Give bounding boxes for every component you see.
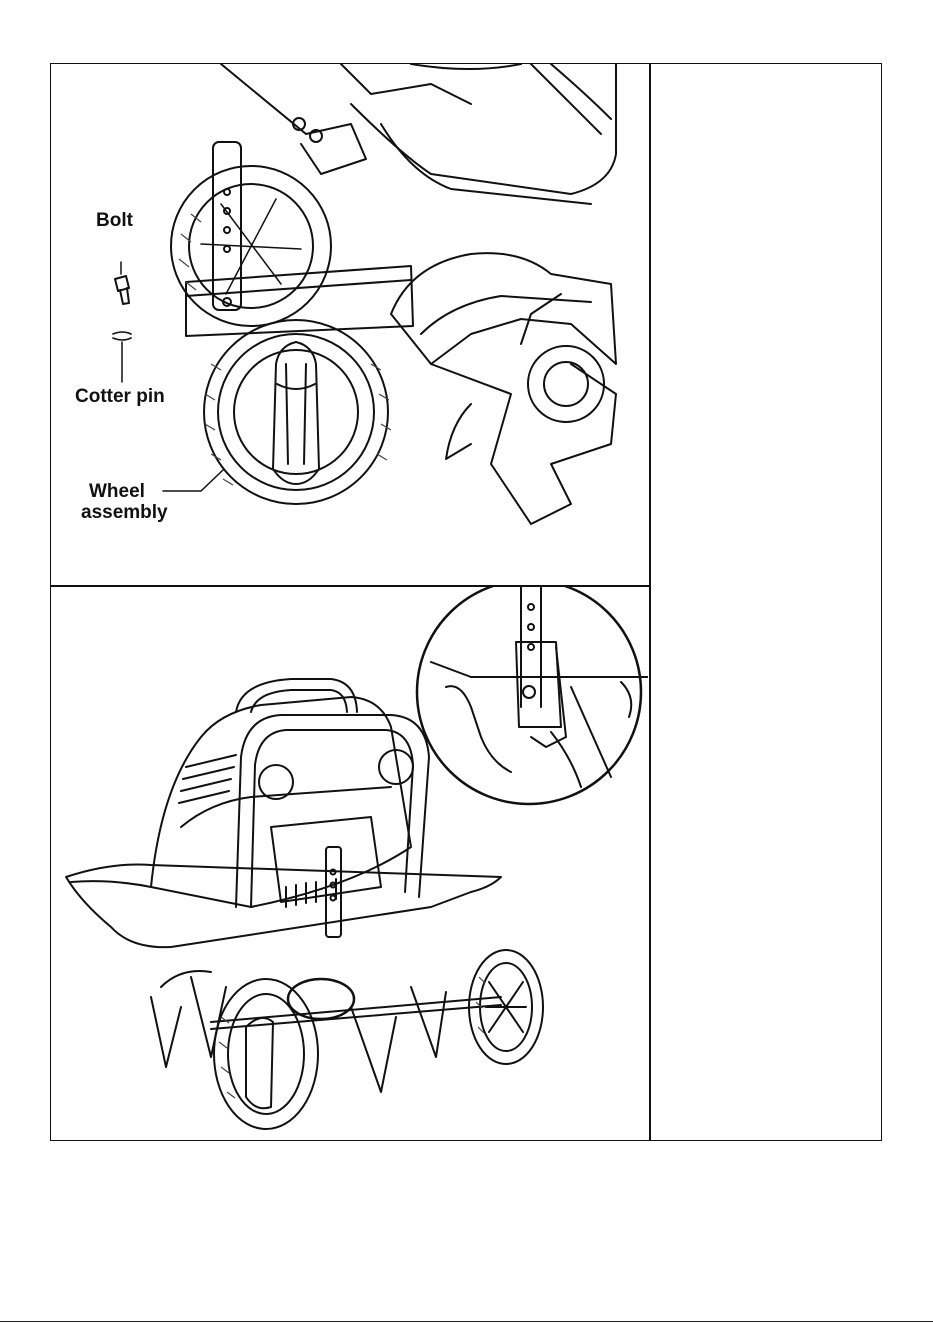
wheel-assembly-figure: Bolt Cotter pin Wheel assembly (51, 64, 648, 584)
wheel-assembly-label-line2: assembly (81, 502, 168, 523)
notes-column (651, 64, 881, 1140)
wheel-assembly-label-line1: Wheel (89, 481, 145, 502)
bolt-label: Bolt (96, 210, 133, 231)
tiller-overview-figure (51, 587, 648, 1140)
tiller-overview-illustration (51, 587, 648, 1140)
figure-table: Bolt Cotter pin Wheel assembly (50, 63, 882, 1141)
cotter-pin-label: Cotter pin (75, 386, 165, 407)
page-bottom-rule (0, 1321, 933, 1322)
